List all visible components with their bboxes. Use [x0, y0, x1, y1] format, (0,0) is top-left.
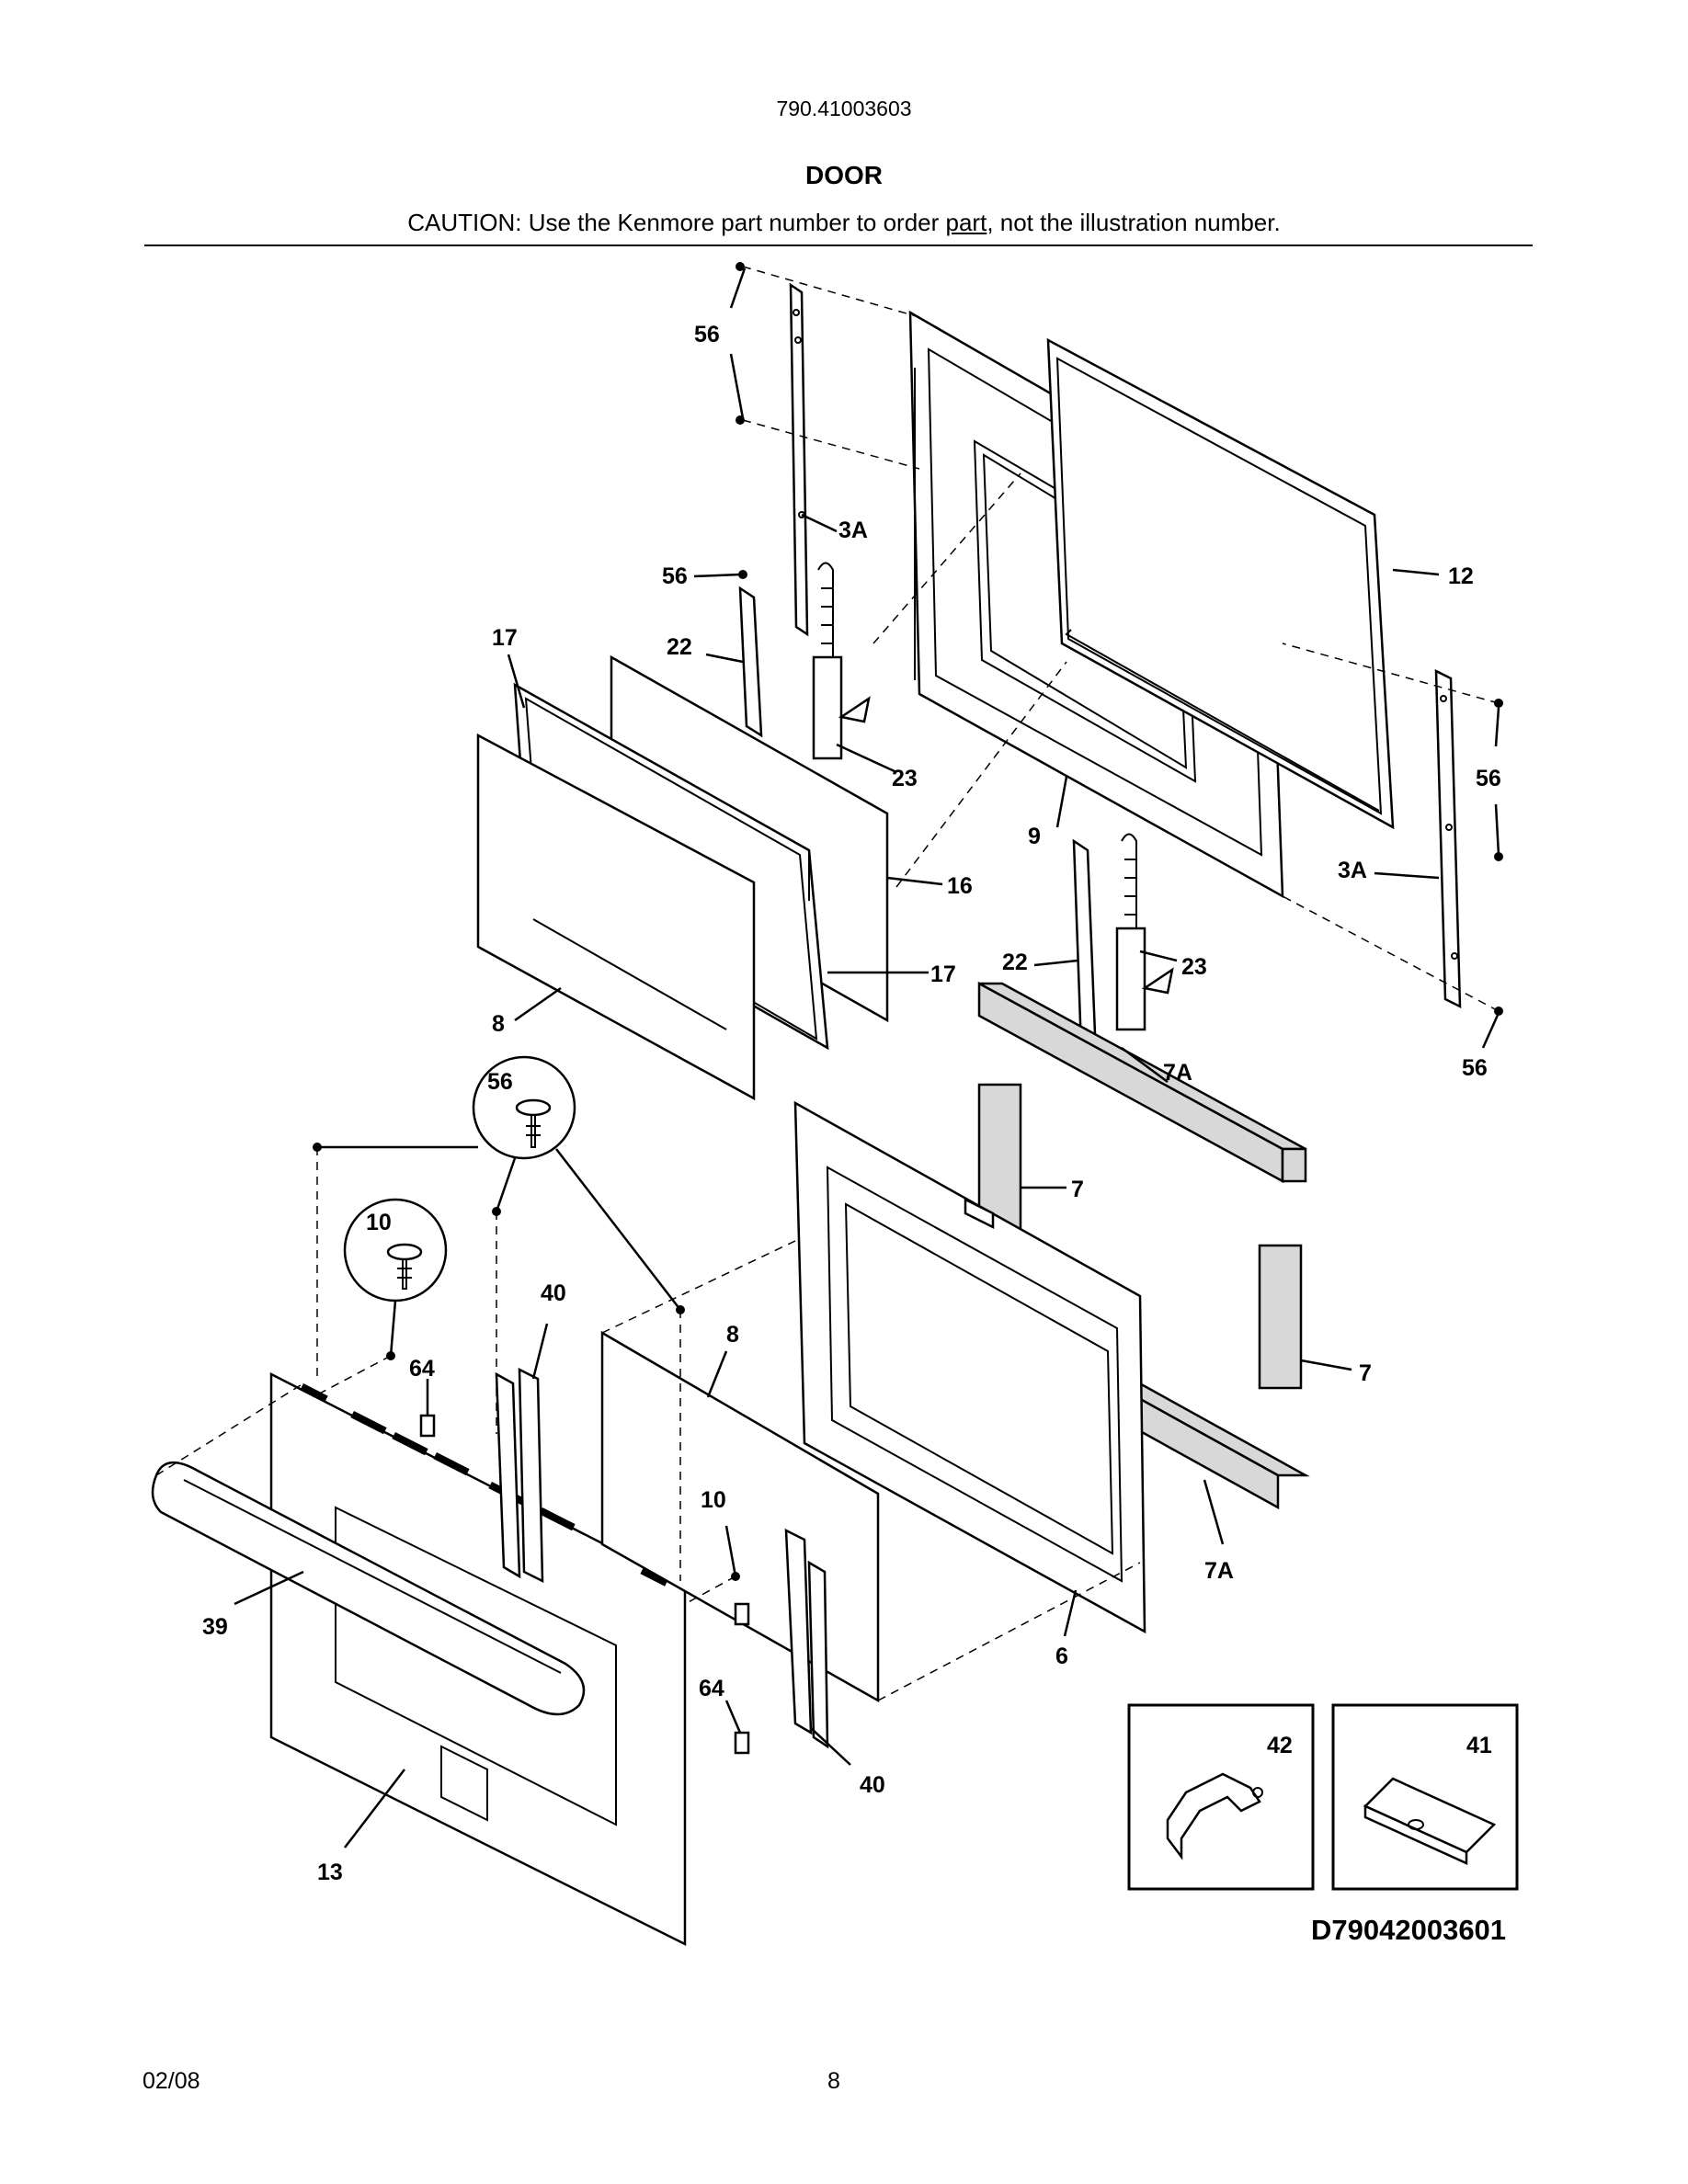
- section-title: DOOR: [805, 161, 883, 189]
- inset-label-41: 41: [1466, 1733, 1492, 1758]
- hinge-part-23-lower: [1115, 833, 1174, 1031]
- callout-56-e: 56: [1462, 1055, 1488, 1081]
- alignment-guides: [155, 266, 1500, 1701]
- caution-underlined-word: part: [945, 209, 987, 236]
- callout-7-b: 7: [1359, 1360, 1372, 1386]
- callout-23-b: 23: [1181, 954, 1207, 980]
- caution-prefix: CAUTION: Use the Kenmore part number to …: [407, 209, 946, 236]
- callout-8-a: 8: [492, 1011, 505, 1037]
- callout-56-b: 56: [662, 563, 688, 589]
- screw-56-detail-circle: [472, 1055, 576, 1160]
- glass-panel-part-8-upper: [476, 733, 756, 1101]
- hinge-part-23-upper: [812, 562, 871, 760]
- callout-56-c: 56: [1476, 766, 1501, 791]
- callout-22-b: 22: [1002, 950, 1028, 975]
- hinge-receiver-part-22-upper: [738, 586, 763, 738]
- callout-3a-a: 3A: [838, 518, 868, 543]
- callout-7-a: 7: [1071, 1177, 1084, 1202]
- callout-3a-b: 3A: [1338, 858, 1367, 883]
- drawing-code: D79042003601: [1311, 1914, 1507, 1946]
- door-handle-part-39: [151, 1462, 586, 1716]
- callout-12: 12: [1448, 563, 1474, 589]
- inset-box-part-41: [1331, 1703, 1519, 1891]
- caution-suffix: , not the illustration number.: [987, 209, 1281, 236]
- inner-door-panel-part-6: [793, 1100, 1146, 1634]
- callout-40-b: 40: [860, 1772, 885, 1798]
- callout-13: 13: [317, 1860, 343, 1885]
- callout-64-b: 64: [699, 1676, 724, 1701]
- footer-date: 02/08: [143, 2068, 200, 2094]
- spacer-part-64-upper: [419, 1414, 436, 1438]
- callout-7a-b: 7A: [1204, 1558, 1234, 1584]
- callout-56-a: 56: [694, 322, 720, 347]
- hinge-channel-part-40-right: [784, 1528, 829, 1749]
- callout-23-a: 23: [892, 766, 918, 791]
- insulation-part-7a-upper: [977, 981, 1307, 1184]
- callout-56-d: 56: [487, 1069, 513, 1095]
- callout-10-b: 10: [701, 1487, 726, 1513]
- callout-17-a: 17: [492, 625, 518, 651]
- model-number: 790.41003603: [776, 97, 912, 120]
- caution-note: CAUTION: Use the Kenmore part number to …: [0, 209, 1688, 237]
- inset-box-part-42: [1127, 1703, 1315, 1891]
- callout-39: 39: [202, 1614, 228, 1640]
- insulation-part-7-right: [1258, 1244, 1303, 1390]
- hinge-bracket-part-3a-right: [1434, 668, 1462, 1009]
- spacer-part-64-lower-b: [734, 1731, 750, 1755]
- inset-label-42: 42: [1267, 1733, 1293, 1758]
- callout-10-a: 10: [366, 1210, 392, 1235]
- door-gasket-part-12: [1046, 337, 1395, 830]
- callout-labels: 56 3A 56 17 22 23 12 9 56 3A 16 22 23 17…: [202, 322, 1501, 1885]
- footer-page-number: 8: [827, 2068, 840, 2094]
- callout-8-b: 8: [726, 1322, 739, 1348]
- callout-64-a: 64: [409, 1356, 435, 1382]
- callout-9: 9: [1028, 824, 1041, 849]
- screw-10-detail-circle: [343, 1198, 448, 1302]
- hinge-bracket-part-3a-left: [789, 282, 809, 637]
- callout-17-b: 17: [930, 961, 956, 987]
- callout-7a-a: 7A: [1163, 1060, 1192, 1086]
- callout-40-a: 40: [541, 1280, 566, 1306]
- callout-22-a: 22: [667, 634, 692, 660]
- spacer-part-64-lower-a: [734, 1602, 750, 1626]
- hinge-channel-part-40-left: [495, 1367, 544, 1584]
- callout-16: 16: [947, 873, 973, 899]
- leader-lines: [234, 267, 1500, 1848]
- header-divider: [144, 245, 1533, 246]
- callout-6: 6: [1055, 1644, 1068, 1669]
